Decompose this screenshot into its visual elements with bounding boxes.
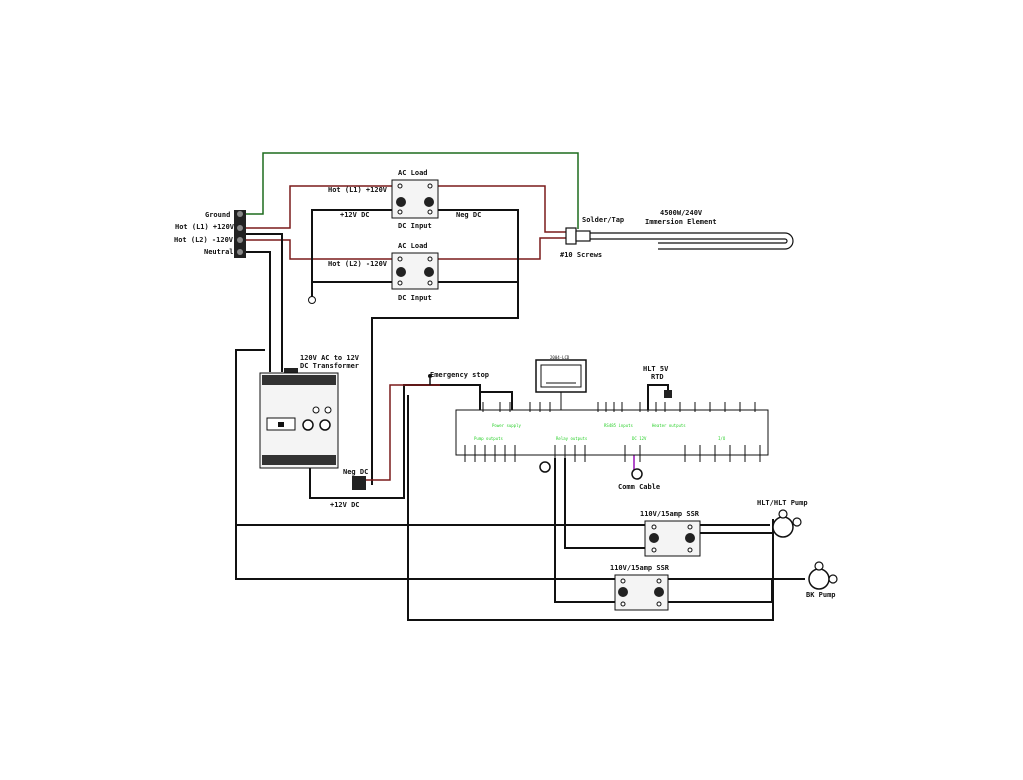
board-label-pump: Pump outputs <box>474 436 503 441</box>
ac-load-bottom-label: AC Load <box>398 242 428 250</box>
board-label-power: Power supply <box>492 423 521 428</box>
hot-l2-right-label: Hot (L2) -120V <box>328 260 388 268</box>
lcd-label: 2004-LCD <box>550 355 570 360</box>
comm-connector <box>631 468 643 480</box>
comm-cable-label: Comm Cable <box>618 483 660 491</box>
neutral-label: Neutral <box>204 248 234 256</box>
mains-terminal-block <box>234 210 246 258</box>
ground-wire <box>246 152 579 229</box>
ground-stud <box>308 296 316 304</box>
bk-pump-label: BK Pump <box>806 591 836 599</box>
ssr-relay-top <box>391 179 439 219</box>
hlt-pump-label: HLT/HLT Pump <box>757 499 808 507</box>
pos12-wire <box>311 209 392 300</box>
neg-dc-wire <box>371 209 519 485</box>
hlt-rtd-label-1: HLT 5V <box>643 365 669 373</box>
board-label-heater: Heater outputs <box>652 423 686 428</box>
neg-dc-low-label: Neg DC <box>343 468 368 476</box>
hlt-pump-icon <box>772 509 802 538</box>
hot-l1-label: Hot (L1) +120V <box>175 223 235 231</box>
immersion-element <box>565 227 794 250</box>
rtd-wire <box>647 384 669 410</box>
hlt-rtd-label-2: RTD <box>651 373 664 381</box>
board-label-rs485: RS485 inputs <box>604 423 633 428</box>
neutral-loop-wire <box>235 349 805 580</box>
ssr-lower-out <box>668 579 773 603</box>
transformer-label-1: 120V AC to 12V <box>300 354 360 362</box>
board-label-dc12: DC 12V <box>632 436 647 441</box>
board-label-io: I/O <box>718 436 726 441</box>
neg-dc-top-label: Neg DC <box>456 211 481 219</box>
ssr-upper-wire <box>564 458 645 549</box>
ssr-upper-label: 110V/15amp SSR <box>640 510 700 518</box>
solder-tap-label: Solder/Tap <box>582 216 624 224</box>
emergency-stop-switch[interactable] <box>428 374 432 385</box>
board-terminal <box>539 461 551 473</box>
screws-label: #10 Screws <box>560 251 602 259</box>
ssr-lower-label: 110V/15amp SSR <box>610 564 670 572</box>
ssr-lower-wire <box>554 458 615 603</box>
l1-wire <box>246 185 392 229</box>
dc-input-bottom-label: DC Input <box>398 294 432 302</box>
hot-l2-label: Hot (L2) -120V <box>174 236 234 244</box>
l2-wire <box>246 239 392 260</box>
hot-l1-right-label: Hot (L1) +120V <box>328 186 388 194</box>
lcd-display <box>535 359 587 410</box>
dc-transformer <box>259 368 339 469</box>
transformer-label-2: DC Transformer <box>300 362 359 370</box>
element-power-label: 4500W/240V <box>660 209 703 217</box>
ssr-relay-bottom <box>391 252 439 290</box>
dc-out-wire <box>309 384 481 499</box>
dc-red-wire <box>352 384 440 481</box>
dc-input-top-label: DC Input <box>398 222 432 230</box>
ground-label: Ground <box>205 211 230 219</box>
dc-junction <box>352 476 366 490</box>
pos12-low-label: +12V DC <box>330 501 360 509</box>
hot-transformer-wire <box>246 233 283 372</box>
bk-pump-icon <box>808 561 838 590</box>
emergency-stop-label: Emergency stop <box>430 371 489 379</box>
ac-load-top-label: AC Load <box>398 169 428 177</box>
rtd-connector <box>664 390 672 398</box>
l1-load-wire <box>438 185 568 233</box>
controller-board <box>455 409 769 456</box>
board-pins-bottom <box>464 445 761 462</box>
element-name-label: Immersion Element <box>645 218 717 226</box>
board-pins-top <box>482 402 756 412</box>
board-label-relay: Relay outputs <box>556 436 588 441</box>
neutral-wire <box>246 251 271 372</box>
return-loop-wire <box>407 395 774 621</box>
estop-wire <box>480 391 513 410</box>
l2-load-wire <box>438 237 568 260</box>
pump-ssr-lower <box>614 574 669 611</box>
pos12-top-label: +12V DC <box>340 211 370 219</box>
pump-ssr-upper <box>644 520 701 557</box>
